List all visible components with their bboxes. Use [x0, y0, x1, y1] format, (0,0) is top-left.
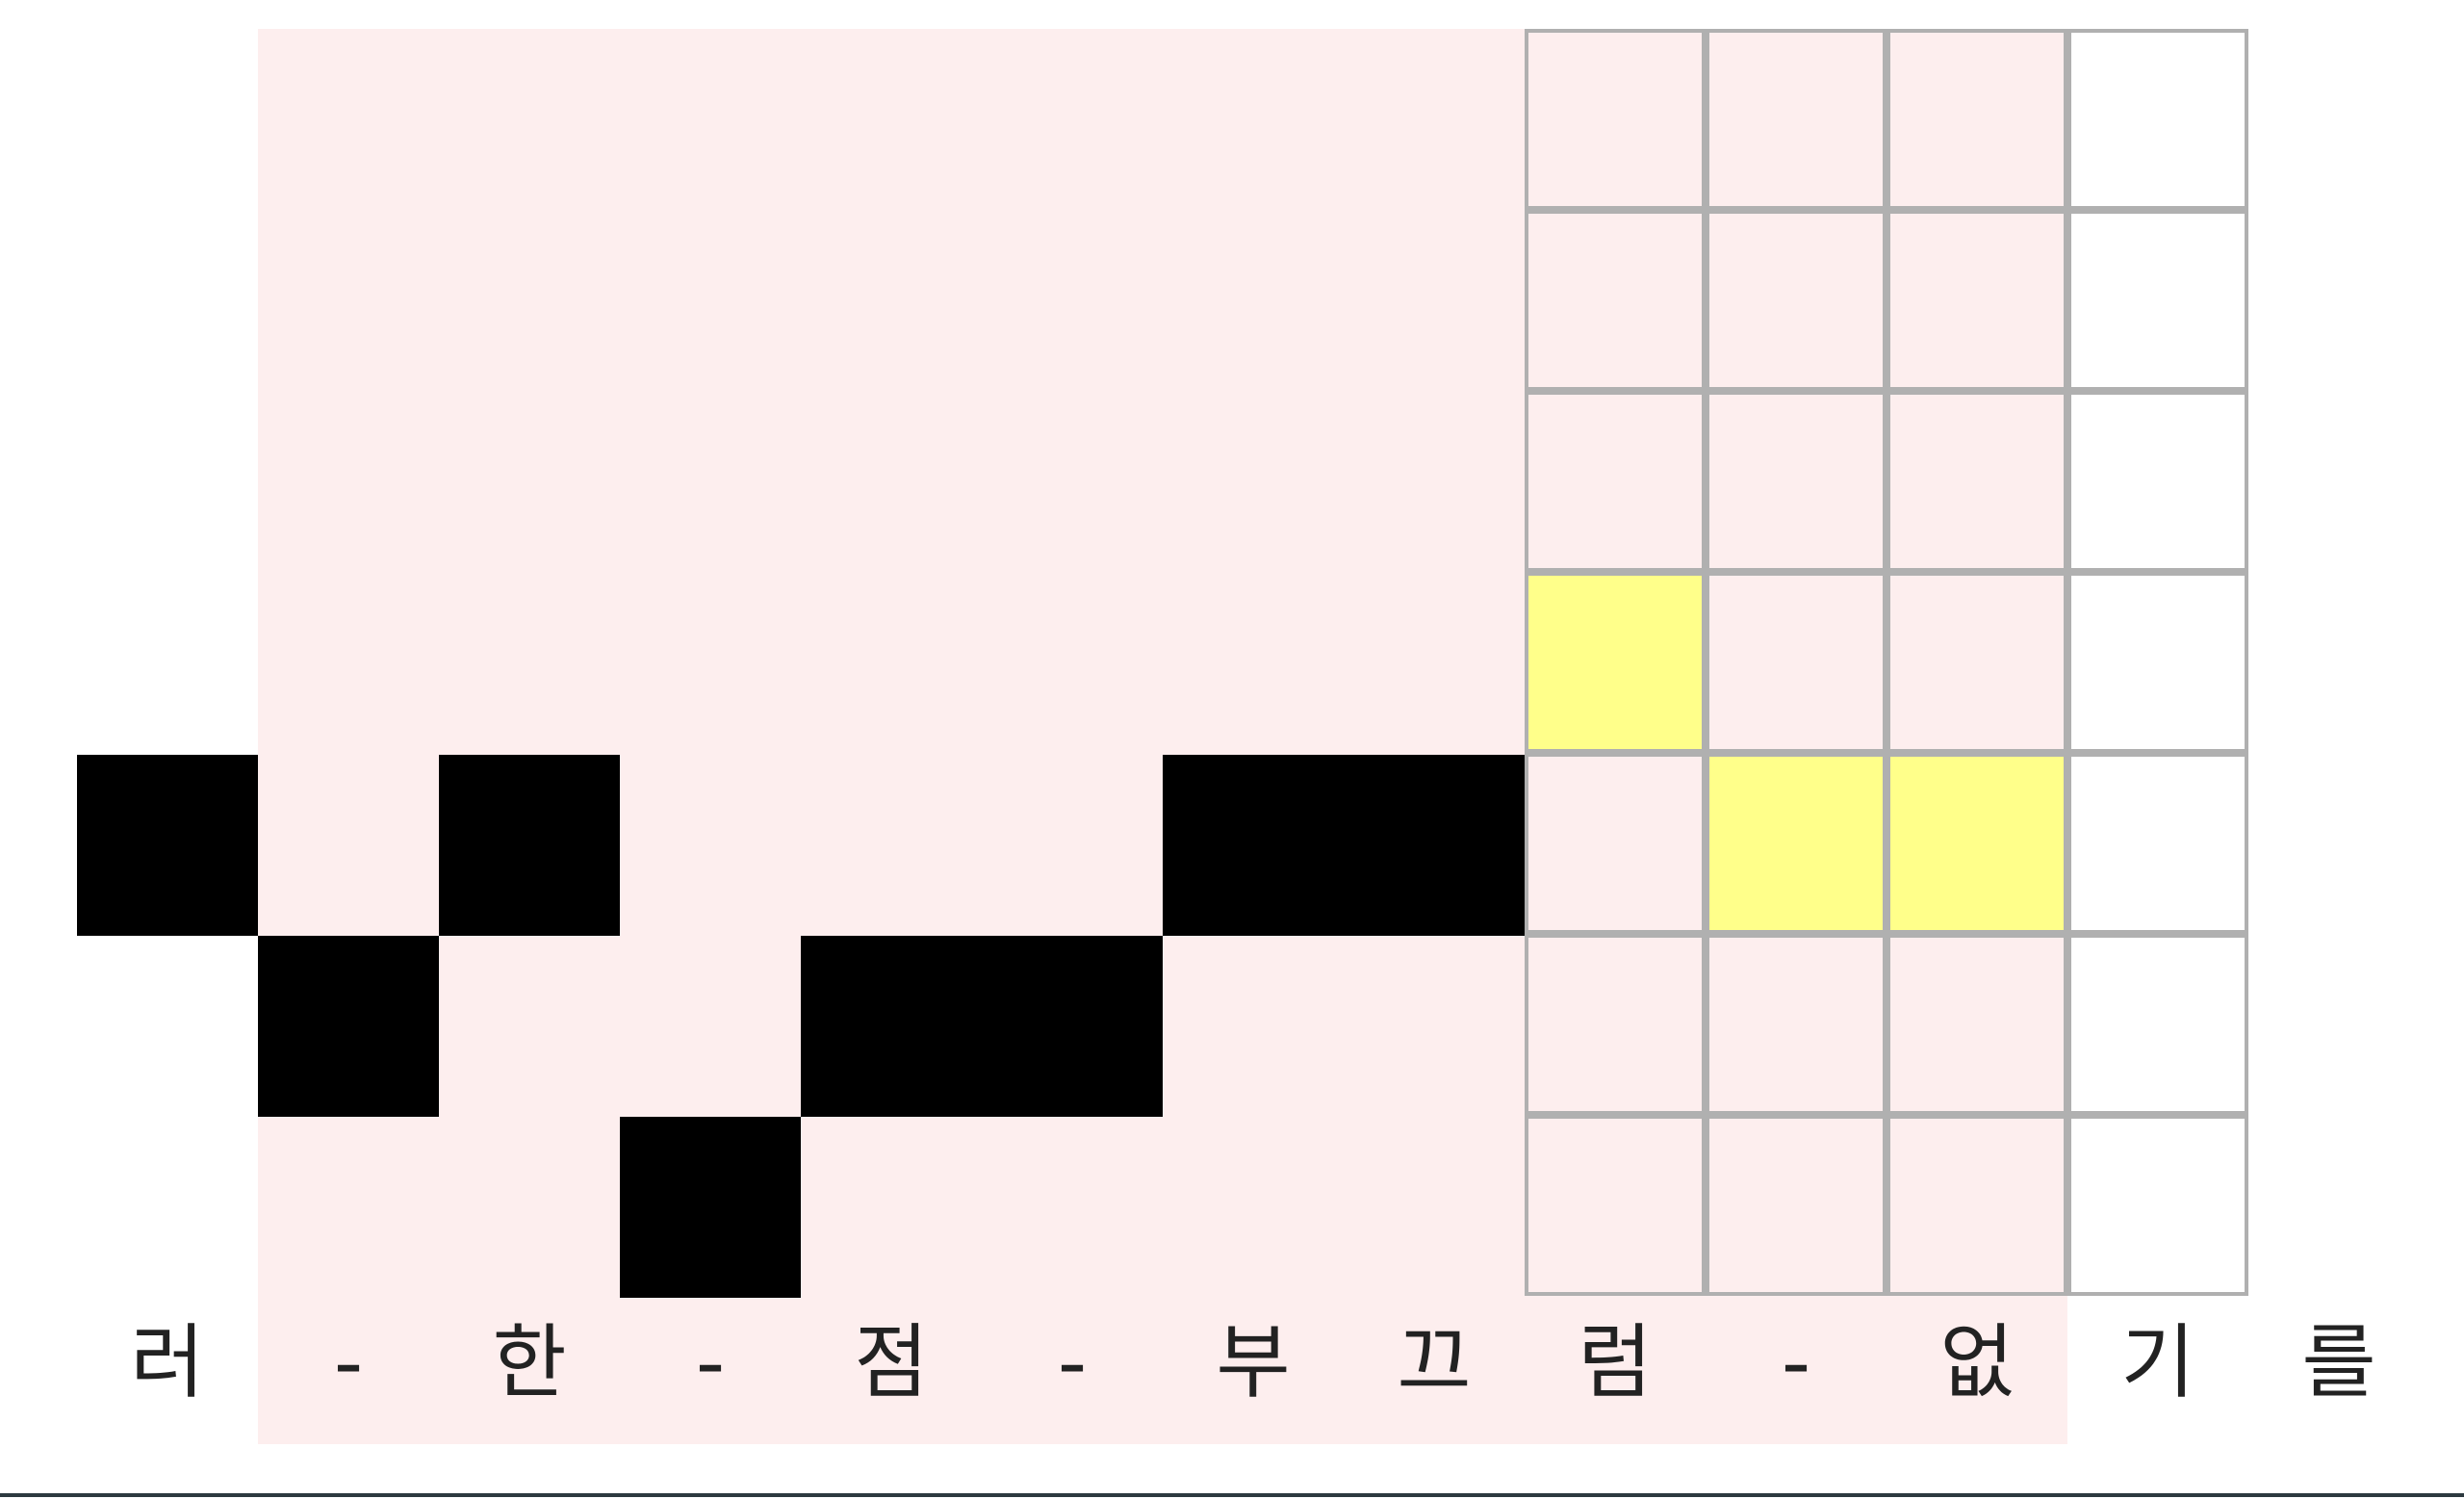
- lyric-syllable: 기: [2120, 1315, 2195, 1409]
- grid-cell[interactable]: [1886, 29, 2067, 210]
- grid-cell[interactable]: [1525, 1115, 1706, 1296]
- lyric-syllable: 부: [1216, 1315, 1291, 1409]
- grid-cell[interactable]: [2067, 210, 2248, 391]
- note-block[interactable]: [620, 1117, 801, 1298]
- grid-cell[interactable]: [2067, 29, 2248, 210]
- note-block[interactable]: [982, 936, 1163, 1117]
- note-block[interactable]: [77, 755, 258, 936]
- lyric-syllable: 점: [854, 1315, 929, 1409]
- grid-cell[interactable]: [1706, 572, 1886, 753]
- grid-cell[interactable]: [1525, 934, 1706, 1115]
- grid-cell[interactable]: [2067, 753, 2248, 934]
- grid-cell[interactable]: [1886, 210, 2067, 391]
- grid-cell[interactable]: [2067, 391, 2248, 572]
- bottom-divider: [0, 1493, 2464, 1497]
- lyric-syllable: 를: [2301, 1315, 2376, 1409]
- grid-cell[interactable]: [1525, 210, 1706, 391]
- note-block[interactable]: [1163, 755, 1344, 936]
- note-block[interactable]: [801, 936, 982, 1117]
- lyric-syllable: -: [695, 1315, 726, 1409]
- note-block[interactable]: [439, 755, 620, 936]
- lyric-syllable: 끄: [1397, 1315, 1472, 1409]
- lyric-syllable: 한: [492, 1315, 567, 1409]
- grid-cell[interactable]: [1706, 391, 1886, 572]
- selected-note[interactable]: [1706, 753, 1886, 934]
- lyric-syllable: 없: [1939, 1315, 2015, 1409]
- grid-cell[interactable]: [1525, 29, 1706, 210]
- grid-cell[interactable]: [1525, 753, 1706, 934]
- selected-phrase-band: [258, 29, 2067, 1444]
- note-block[interactable]: [1344, 755, 1525, 936]
- grid-cell[interactable]: [1706, 210, 1886, 391]
- grid-cell[interactable]: [2067, 572, 2248, 753]
- grid-cell[interactable]: [1886, 391, 2067, 572]
- grid-cell[interactable]: [1706, 1115, 1886, 1296]
- grid-cell[interactable]: [1525, 391, 1706, 572]
- grid-cell[interactable]: [1886, 934, 2067, 1115]
- lyric-syllable: -: [333, 1315, 364, 1409]
- note-block[interactable]: [258, 936, 439, 1117]
- selected-note[interactable]: [1525, 572, 1706, 753]
- grid-cell[interactable]: [1706, 29, 1886, 210]
- grid-cell[interactable]: [2067, 934, 2248, 1115]
- lyric-syllable: 러: [130, 1315, 205, 1409]
- grid-cell[interactable]: [1886, 1115, 2067, 1296]
- grid-cell[interactable]: [1706, 934, 1886, 1115]
- lyric-syllable: 럼: [1578, 1315, 1653, 1409]
- lyric-syllable: -: [1781, 1315, 1811, 1409]
- grid-cell[interactable]: [1886, 572, 2067, 753]
- selected-note[interactable]: [1886, 753, 2067, 934]
- lyric-syllable: -: [1057, 1315, 1088, 1409]
- grid-cell[interactable]: [2067, 1115, 2248, 1296]
